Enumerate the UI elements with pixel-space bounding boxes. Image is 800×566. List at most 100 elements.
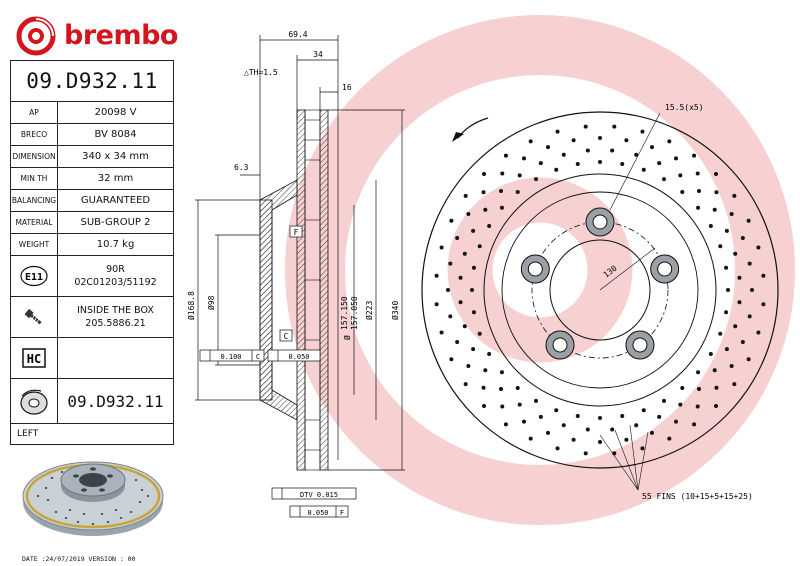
drill-hole [724,228,729,233]
dim-dia-340: Ø340 [390,301,400,320]
drill-hole [555,446,560,451]
drill-hole [696,370,701,375]
drill-hole [554,408,559,413]
approval-mark: E11 [25,272,43,283]
drill-hole [678,402,683,407]
drill-hole [610,427,615,432]
drill-hole [487,352,492,356]
drill-hole [503,153,508,158]
drill-hole [713,172,718,177]
center-bore [549,239,651,341]
drill-hole [463,193,468,198]
bolt-hole [527,261,543,277]
spec-key: BRECO [11,124,58,145]
drill-hole [708,224,713,228]
drill-hole [446,288,450,292]
holes-leader [609,112,661,211]
drill-hole [598,160,602,164]
datum-c-box [279,329,293,342]
drill-hole [733,251,738,256]
drill-hole [761,302,766,307]
drill-hole [455,339,460,344]
drill-hole [612,124,617,129]
drill-hole [641,167,646,172]
drill-hole [503,422,508,427]
drill-hole [712,207,717,212]
drill-hole [746,218,751,223]
drill-hole [528,139,533,144]
hc-value [58,338,173,378]
diameter-lines [195,109,405,471]
drill-hole [561,152,566,157]
screw-icon [11,297,58,337]
dim-dia-157-symbol: Ø [342,335,352,340]
spec-value: SUB-GROUP 2 [80,217,151,228]
drill-hole [538,414,543,419]
drill-hole [746,357,751,362]
drill-hole [538,161,543,166]
drill-hole [482,403,487,408]
drill-hole [534,177,538,182]
drill-hole [483,207,488,212]
drill-hole [515,386,520,391]
drill-hole [554,167,559,172]
drill-hole [555,129,560,134]
dim-th-tolerance: △TH=1.5 [244,68,278,77]
drill-hole [708,352,713,356]
drill-hole [620,161,625,166]
tol-dtv: DTV 0.015 [300,491,338,499]
drill-hole [448,261,453,266]
drill-hole [726,288,730,292]
spec-key: AP [11,102,58,123]
drill-hole [674,419,678,424]
drill-hole [620,414,625,419]
drill-hole [756,330,761,335]
drill-hole [517,173,522,178]
drill-hole [634,152,639,157]
drill-hole [546,430,551,435]
drill-hole [732,382,737,387]
drill-hole [696,205,701,210]
drill-hole [487,224,492,228]
drill-hole [657,161,662,166]
approval-value: 90R 02C01203/51192 [58,256,173,296]
rotation-arrowhead-icon [452,132,464,142]
drill-hole [713,403,718,408]
inside-box-line2: 205.5886.21 [85,318,146,329]
spec-value: 340 x 34 mm [82,151,149,162]
drill-hole [695,404,700,409]
drill-hole [724,310,729,315]
drill-hole [575,414,580,419]
drill-hole [718,331,723,336]
drill-hole [724,265,729,270]
drill-hole [696,189,701,194]
spec-row: MATERIAL SUB-GROUP 2 [11,212,173,234]
drill-hole [449,357,454,362]
e11-icon: E11 [11,256,58,296]
drill-hole [718,244,723,249]
drill-hole [546,145,551,150]
drill-hole [598,416,602,420]
drill-hole [449,218,454,223]
drill-hole [500,404,505,409]
drill-hole [470,288,474,292]
drill-hole [583,451,588,456]
drill-hole [466,364,471,368]
brand-logo: brembo [14,16,184,56]
footer-date-version: DATE :24/07/2019 VERSION : 00 [22,555,136,563]
drill-hole [499,189,504,194]
drill-hole [756,245,761,250]
spec-row: DIMENSION 340 x 34 mm [11,146,173,168]
drill-hole [657,414,662,419]
brand-name: brembo [64,20,178,51]
drill-hole [499,205,504,210]
drill-hole [522,156,526,161]
cross-section-view: 69.4 34 16 △TH=1.5 6.3 [186,30,405,518]
drill-hole [462,324,467,329]
drill-hole [499,370,504,375]
spec-key: BALANCING [11,190,58,211]
drill-hole [534,398,538,403]
spec-row: WEIGHT 10.7 kg [11,234,173,256]
bottom-part-number: 09.D932.11 [67,391,164,411]
spec-row: AP 20098 V [11,102,173,124]
